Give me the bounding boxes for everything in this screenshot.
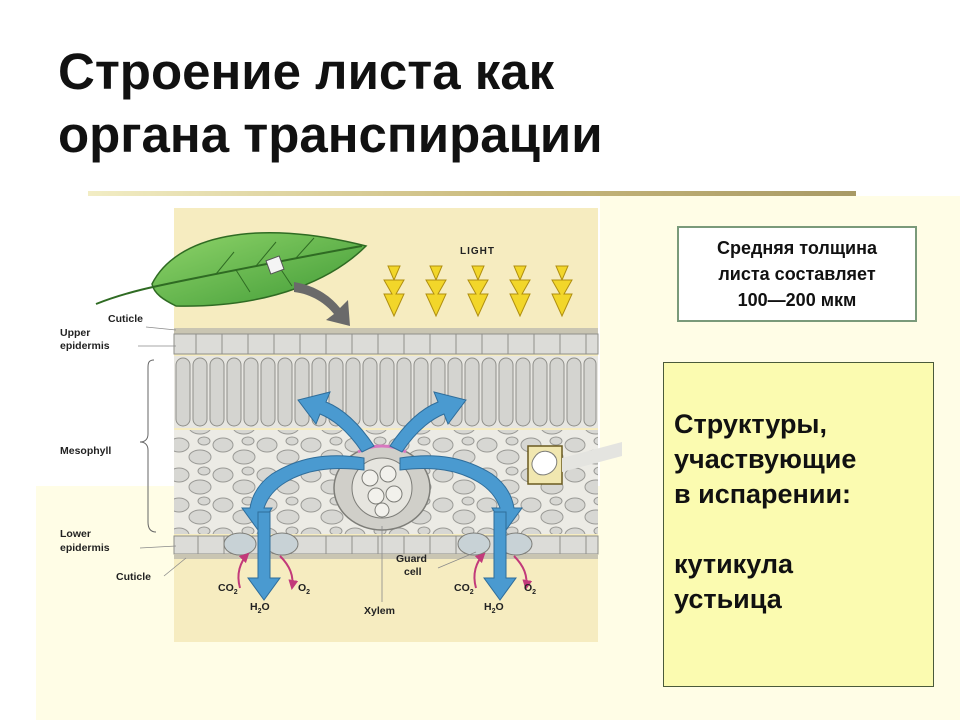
lower-epidermis-label-2: epidermis [60, 542, 110, 554]
leader-lines [138, 326, 477, 602]
leaf-cross-section-diagram: LIGHT [60, 208, 622, 642]
upper-epidermis [173, 333, 599, 355]
cell-inset [527, 442, 622, 485]
co2-arrow-left [237, 552, 250, 589]
cuticle-bottom-label: Cuticle [116, 571, 151, 583]
co2-left-label: CO2 [218, 582, 238, 596]
o2-arrow-right [513, 555, 533, 590]
title-line-1: Строение листа как [58, 43, 555, 100]
mesophyll-bracket [139, 359, 157, 533]
structures-heading-3: в испарении: [674, 479, 852, 509]
structure-item-stomata: устьица [674, 584, 782, 614]
cuticle-top-label: Cuticle [108, 313, 143, 325]
guard-cell-label-1: Guard [396, 553, 427, 565]
co2-right-label: CO2 [454, 582, 474, 596]
structures-spacer [674, 512, 925, 547]
title-divider [88, 191, 856, 196]
transpiration-structures-box: Структуры, участвующие в испарении: кути… [663, 362, 934, 687]
info-line-3: 100—200 мкм [737, 290, 857, 310]
info-line-1: Средняя толщина [716, 238, 877, 258]
water-flow-arrows [241, 391, 523, 601]
h2o-right-label: H2O [484, 601, 504, 615]
co2-arrow-right [473, 552, 486, 589]
lower-epidermis-label-1: Lower [60, 528, 91, 540]
lower-cuticle [174, 554, 598, 559]
structure-item-cuticle: кутикула [674, 549, 794, 579]
o2-arrow-left [279, 555, 299, 590]
light-rays [383, 265, 573, 318]
upper-cuticle [174, 328, 598, 334]
upper-epidermis-label-2: epidermis [60, 340, 110, 352]
structures-heading-2: участвующие [674, 444, 857, 474]
guard-cells [223, 532, 533, 556]
o2-right-label: O2 [524, 582, 536, 596]
zoom-arrow [294, 282, 350, 326]
info-line-2: листа составляет [718, 264, 876, 284]
h2o-left-label: H2O [250, 601, 270, 615]
xylem-label: Xylem [364, 605, 395, 617]
palisade-cells [175, 357, 597, 427]
o2-left-label: O2 [298, 582, 310, 596]
structures-heading-1: Структуры, [674, 409, 827, 439]
title-line-2: органа транспирации [58, 106, 603, 163]
leaf-illustration [95, 231, 368, 307]
mesophyll-label: Mesophyll [60, 445, 111, 457]
light-label: LIGHT [460, 246, 495, 257]
upper-epidermis-label-1: Upper [60, 327, 90, 339]
guard-cell-label-2: cell [404, 566, 422, 578]
leaf-thickness-box: Средняя толщина листа составляет 100—200… [677, 226, 917, 322]
page-title: Строение листа как органа транспирации [58, 40, 918, 166]
